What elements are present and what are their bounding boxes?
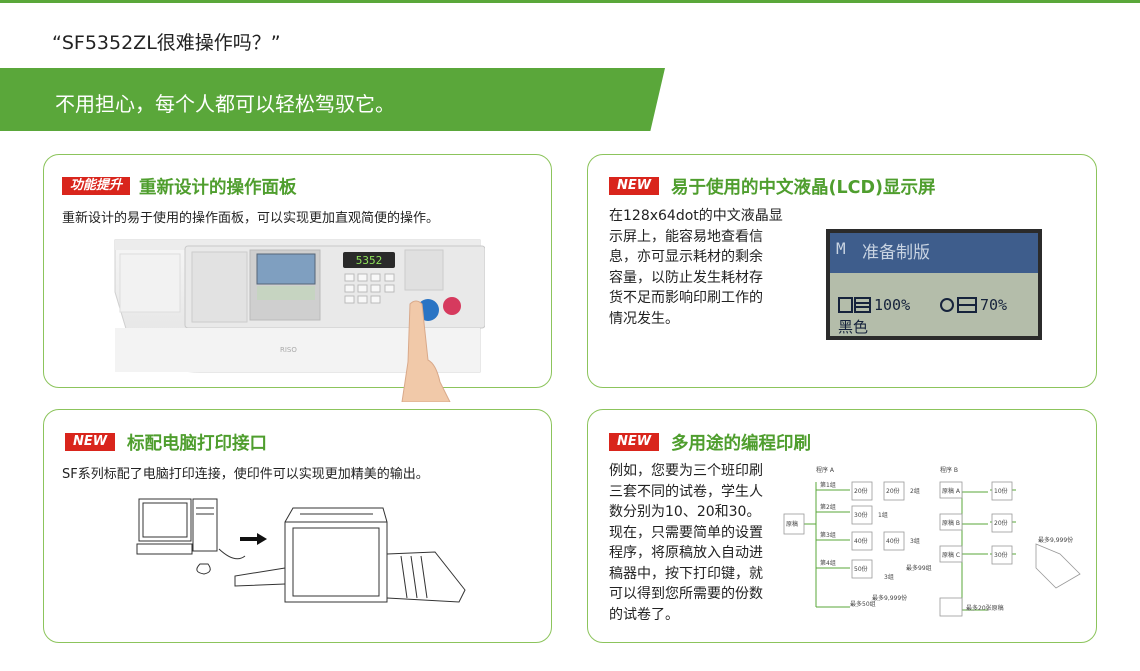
svg-text:程序 B: 程序 B: [940, 466, 958, 474]
card-pc-interface: [43, 409, 552, 643]
card-description: 重新设计的易于使用的操作面板，可以实现更加直观简便的操作。: [62, 211, 440, 226]
svg-text:1组: 1组: [878, 511, 888, 519]
svg-text:40份: 40份: [854, 537, 868, 545]
new-tag: NEW: [65, 433, 116, 451]
svg-text:10份: 10份: [994, 487, 1008, 495]
svg-text:原稿 A: 原稿 A: [942, 487, 961, 495]
svg-text:最多9,999份: 最多9,999份: [1038, 536, 1073, 544]
svg-text:30份: 30份: [994, 551, 1008, 559]
svg-text:20份: 20份: [854, 487, 868, 495]
svg-text:第4组: 第4组: [820, 559, 836, 567]
panel-display: 5352: [356, 254, 383, 267]
svg-text:最多50组: 最多50组: [850, 600, 876, 608]
svg-text:第2组: 第2组: [820, 503, 836, 511]
green-banner: [0, 68, 665, 131]
card-paragraph: 例如，您要为三个班印刷三套不同的试卷，学生人数分别为10、20和30。 现在，只…: [609, 463, 763, 623]
svg-text:原稿 B: 原稿 B: [942, 519, 960, 527]
new-tag: NEW: [609, 433, 660, 451]
banner-text: 不用担心，每个人都可以轻松驾驭它。: [55, 92, 395, 116]
card-title: 易于使用的中文液晶(LCD)显示屏: [671, 178, 936, 198]
page-title: “SF5352ZL很难操作吗？”: [52, 32, 281, 54]
card-tag: 功能提升: [62, 177, 131, 195]
lcd-master-level: 70%: [980, 296, 1008, 314]
lcd-ink-level: 100%: [874, 296, 911, 314]
lcd-prefix: M: [836, 239, 846, 258]
lcd-color: 黑色: [838, 318, 869, 336]
svg-text:最多99组: 最多99组: [906, 564, 932, 572]
new-tag: NEW: [609, 177, 660, 195]
card-title: 多用途的编程印刷: [671, 434, 811, 454]
svg-text:最多20张原稿: 最多20张原稿: [966, 604, 1004, 612]
svg-text:原稿: 原稿: [786, 520, 798, 528]
svg-text:程序 A: 程序 A: [816, 466, 835, 474]
control-panel-image: 5352 RISO: [114, 239, 485, 402]
svg-text:2组: 2组: [910, 487, 920, 495]
svg-text:3组: 3组: [910, 537, 920, 545]
master-icon: [940, 297, 977, 313]
svg-text:原稿 C: 原稿 C: [942, 551, 960, 559]
svg-text:3组: 3组: [884, 573, 894, 581]
card-title: 重新设计的操作面板: [139, 178, 297, 198]
card-title: 标配电脑打印接口: [127, 434, 267, 454]
svg-text:20份: 20份: [886, 487, 900, 495]
svg-text:RISO: RISO: [280, 346, 297, 354]
program-diagram: 程序 A 程序 B 原稿 第1组 第2组 第3组 第4组 20份 20份 30份…: [783, 466, 1081, 617]
top-rule: [0, 0, 1140, 3]
svg-text:第1组: 第1组: [820, 481, 836, 489]
ink-icon: [838, 297, 871, 313]
card-description: SF系列标配了电脑打印连接，使印件可以实现更加精美的输出。: [62, 467, 429, 482]
svg-text:最多9,999份: 最多9,999份: [872, 594, 907, 602]
lcd-status: 准备制版: [862, 243, 930, 263]
svg-text:第3组: 第3组: [820, 531, 836, 539]
pc-to-printer-illustration: [136, 498, 466, 603]
lcd-screen-inner: M 准备制版 100% 70% 黑色: [830, 233, 1038, 336]
card-paragraph: 在128x64dot的中文液晶显示屏上，能容易地查看信息，亦可显示耗材的剩余 容…: [609, 208, 783, 327]
svg-text:50份: 50份: [854, 565, 868, 573]
svg-text:30份: 30份: [854, 511, 868, 519]
svg-text:20份: 20份: [994, 519, 1008, 527]
svg-text:40份: 40份: [886, 537, 900, 545]
